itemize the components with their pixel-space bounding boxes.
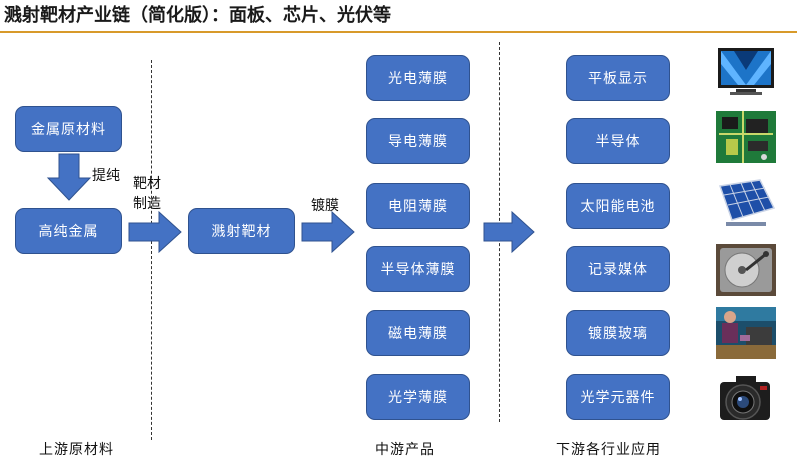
app-box-flat-panel: 平板显示: [566, 55, 670, 101]
film-box-optical: 光学薄膜: [366, 374, 470, 420]
app-box-semiconductor: 半导体: [566, 118, 670, 164]
coating-label: 镀膜: [311, 198, 339, 214]
glass-coating-icon: [716, 307, 776, 359]
app-box-solar-cell: 太阳能电池: [566, 183, 670, 229]
right-arrow-downstream: [483, 210, 535, 254]
high-purity-metal-box: 高纯金属: [15, 208, 122, 254]
sputtering-target-box: 溅射靶材: [188, 208, 295, 254]
film-box-resistive: 电阻薄膜: [366, 183, 470, 229]
flat-panel-tv-icon: [718, 48, 774, 95]
app-box-coated-glass: 镀膜玻璃: [566, 310, 670, 356]
circuit-board-icon: [716, 111, 776, 163]
app-box-recording-media: 记录媒体: [566, 246, 670, 292]
right-arrow-coating: [301, 210, 355, 254]
title-underline: [0, 31, 797, 33]
app-box-optical-components: 光学元器件: [566, 374, 670, 420]
raw-material-box: 金属原材料: [15, 106, 122, 152]
midstream-footer: 中游产品: [375, 442, 435, 458]
manufacture-label-1: 靶材: [133, 176, 161, 192]
purify-label: 提纯: [92, 168, 120, 184]
film-box-optoelectronic: 光电薄膜: [366, 55, 470, 101]
down-arrow: [46, 153, 92, 201]
film-box-conductive: 导电薄膜: [366, 118, 470, 164]
downstream-footer: 下游各行业应用: [556, 442, 661, 458]
upstream-footer: 上游原材料: [39, 442, 114, 458]
hard-disk-icon: [716, 244, 776, 296]
solar-panel-icon: [716, 178, 776, 230]
right-arrow-manufacture: [128, 210, 182, 254]
film-box-semiconductor: 半导体薄膜: [366, 246, 470, 292]
separator-upstream-midstream: [151, 60, 152, 440]
camera-icon: [716, 372, 776, 424]
film-box-magnetic: 磁电薄膜: [366, 310, 470, 356]
manufacture-label-2: 制造: [133, 196, 161, 212]
page-title: 溅射靶材产业链（简化版）：面板、芯片、光伏等: [4, 5, 391, 26]
